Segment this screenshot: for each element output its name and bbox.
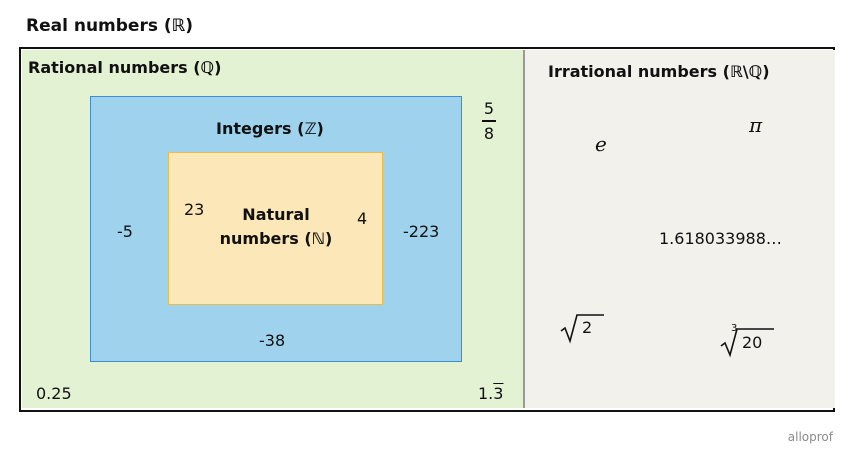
integers-label: Integers (ℤ): [216, 119, 324, 138]
diagram-title: Real numbers (ℝ): [26, 16, 194, 36]
pi-symbol: π: [749, 113, 763, 137]
fraction-five-eighths: 5 8: [482, 99, 496, 143]
natural-4: 4: [357, 209, 368, 228]
natural-numbers-label-line2: numbers (ℕ): [219, 229, 333, 248]
fraction-bar: [482, 120, 496, 122]
natural-numbers-region: [168, 152, 383, 305]
integer-minus-5: -5: [117, 222, 133, 241]
repeating-decimal: 1.3: [478, 384, 503, 403]
integer-minus-223: -223: [403, 222, 440, 241]
natural-23: 23: [184, 200, 205, 219]
fraction-denominator: 8: [483, 123, 495, 143]
cbrt20-radicand: 20: [742, 333, 763, 352]
radical-sign-icon: [560, 314, 604, 344]
repeating-integer-part: 1.: [478, 384, 494, 403]
cube-root-of-20: 3 20: [718, 322, 778, 358]
fraction-numerator: 5: [483, 99, 495, 118]
brand-watermark: alloprof: [787, 430, 833, 444]
integer-minus-38: -38: [259, 331, 286, 350]
irrational-numbers-label: Irrational numbers (ℝ\ℚ): [548, 62, 770, 81]
decimal-0-25: 0.25: [36, 384, 72, 403]
radical-sign-icon: [720, 328, 774, 358]
euler-number-e: e: [595, 132, 607, 156]
natural-numbers-label-line1: Natural: [242, 205, 310, 224]
rational-numbers-label: Rational numbers (ℚ): [28, 58, 222, 77]
irrational-numbers-region: [522, 49, 835, 408]
sqrt2-radicand: 2: [582, 318, 593, 337]
cbrt20-index: 3: [731, 323, 738, 334]
golden-ratio-decimal: 1.618033988…: [659, 229, 782, 248]
repeating-digit: 3: [493, 384, 504, 403]
square-root-of-2: 2: [560, 312, 610, 344]
